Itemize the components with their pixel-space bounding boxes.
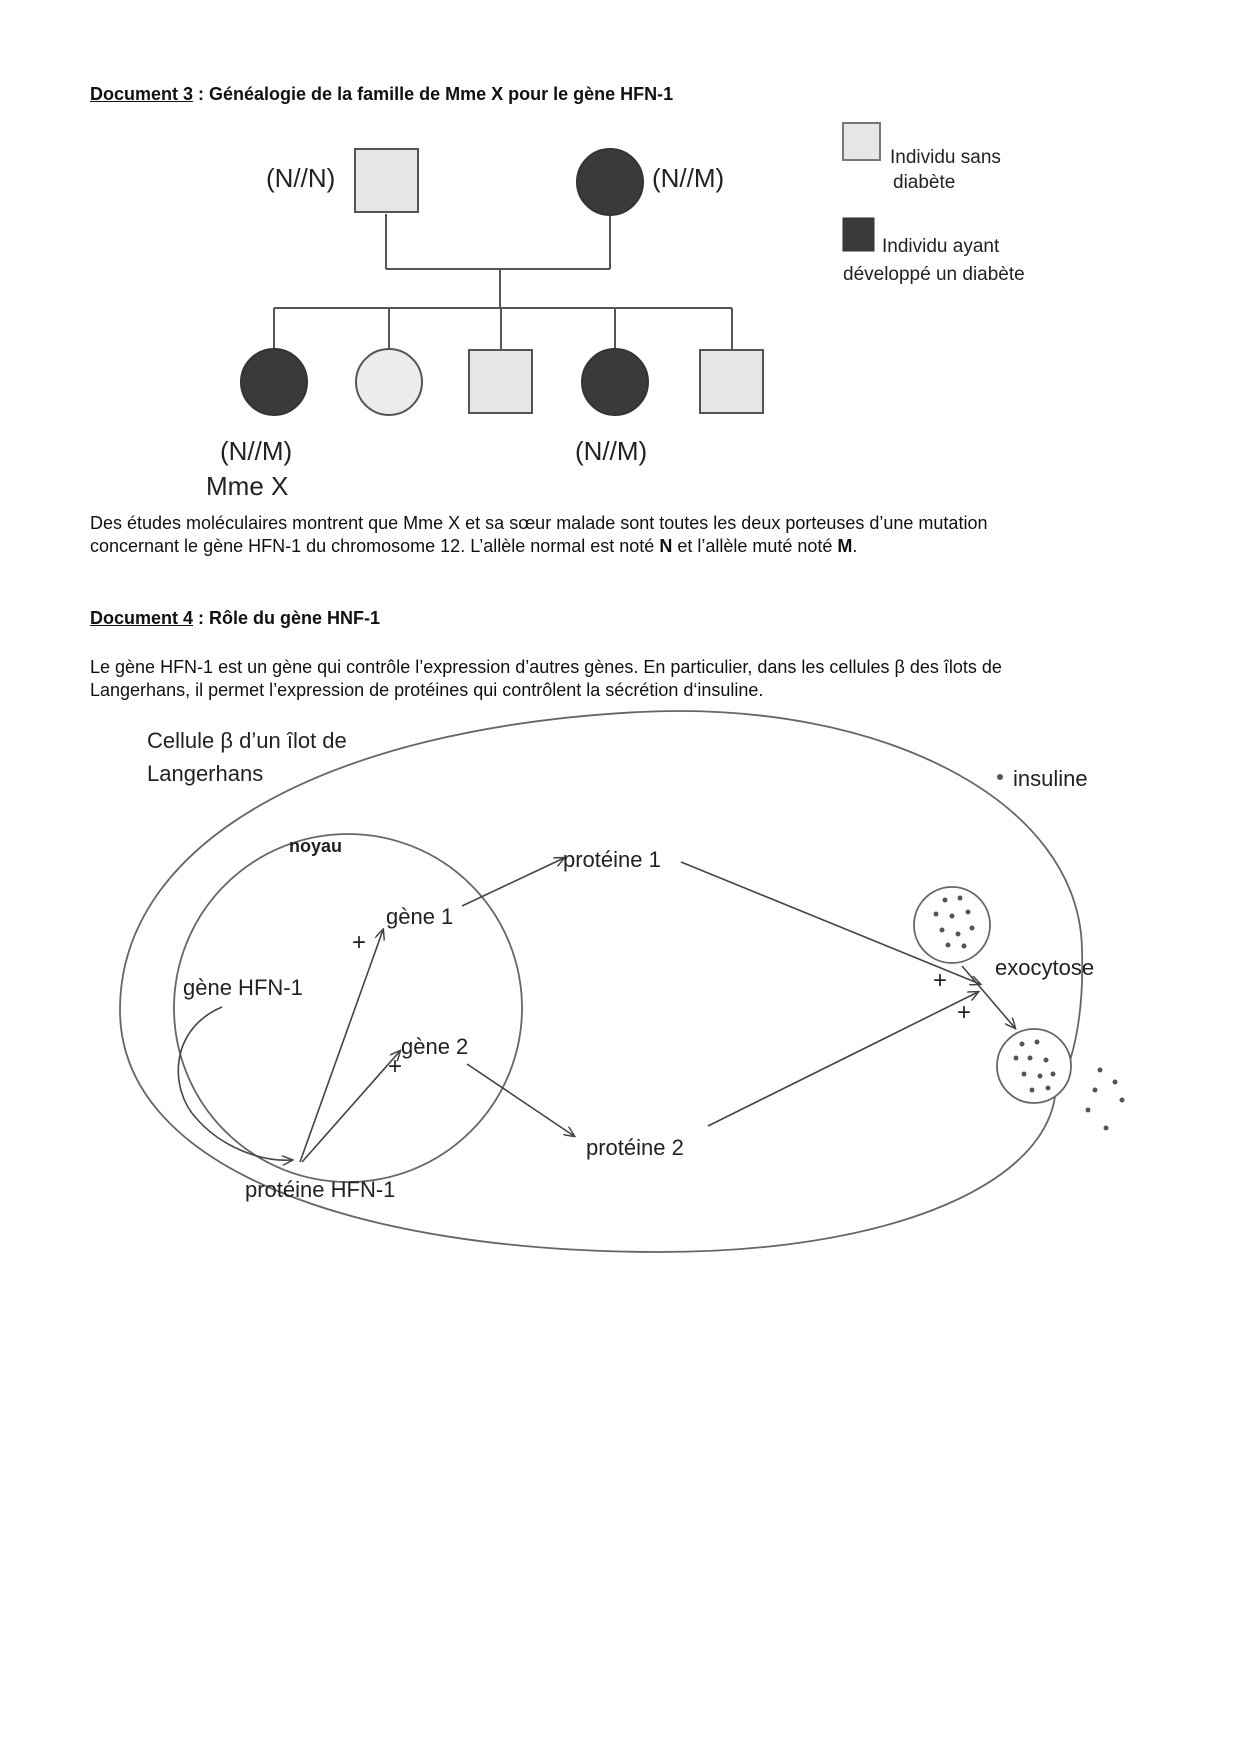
legend-affected-line2: développé un diabète: [843, 264, 1025, 285]
exocytose-label: exocytose: [995, 955, 1094, 980]
pedigree-brother-1: [469, 350, 532, 413]
doc4-heading-label: Document 4: [90, 608, 193, 628]
sister-genotype: (N//M): [575, 436, 647, 466]
doc4-para-line2: Langerhans, il permet l’expression de pr…: [90, 679, 1170, 702]
vesicle-1: [914, 887, 990, 963]
arrow-gene1-to-protein1: [462, 858, 564, 906]
mother-genotype: (N//M): [652, 163, 724, 193]
arrow-gene2-to-protein2: [467, 1064, 574, 1136]
protein2-label: protéine 2: [586, 1135, 684, 1160]
insulin-granules: [934, 774, 1125, 1131]
doc3-para-text-a: concernant le gène HFN-1 du chromosome 1…: [90, 536, 659, 556]
arrow-protein1-to-exocytose: [681, 862, 980, 984]
arrow-hfn-to-gene2: [302, 1051, 400, 1162]
protein-hfn-label: protéine HFN-1: [245, 1177, 395, 1202]
mme-x-genotype: (N//M): [220, 436, 292, 466]
insuline-label: insuline: [1013, 766, 1088, 791]
plus-protein2: +: [957, 999, 971, 1026]
father-genotype: (N//N): [266, 163, 335, 193]
mme-x-label: Mme X: [206, 471, 288, 501]
legend-affected-swatch: [843, 218, 874, 251]
doc3-para-line2: concernant le gène HFN-1 du chromosome 1…: [90, 535, 1170, 558]
doc4-heading-text: : Rôle du gène HNF-1: [193, 608, 380, 628]
doc3-heading-label: Document 3: [90, 84, 193, 104]
noyau-label: noyau: [289, 836, 342, 856]
doc4-paragraph: Le gène HFN-1 est un gène qui contrôle l…: [90, 656, 1170, 702]
allele-normal-symbol: N: [659, 536, 672, 556]
plus-gene2: +: [388, 1053, 402, 1080]
pedigree-brother-2: [700, 350, 763, 413]
gene-hfn-label: gène HFN-1: [183, 975, 303, 1000]
arrow-vesicle-to-membrane: [962, 966, 1015, 1028]
gene2-label: gène 2: [401, 1034, 468, 1059]
legend-unaffected-line2: diabète: [893, 172, 955, 193]
pedigree-mother: [577, 149, 643, 215]
protein1-label: protéine 1: [563, 847, 661, 872]
nucleus: [174, 834, 522, 1182]
legend-affected-line1: Individu ayant: [882, 236, 1000, 257]
plus-protein1: +: [933, 967, 947, 994]
pedigree-sister-unaffected: [356, 349, 422, 415]
pedigree-sister-affected: [582, 349, 648, 415]
legend-unaffected-swatch: [843, 123, 880, 160]
doc3-heading-text: : Généalogie de la famille de Mme X pour…: [193, 84, 673, 104]
doc3-para-line1: Des études moléculaires montrent que Mme…: [90, 512, 1170, 535]
arrow-gene-to-protein-hfn: [178, 1007, 292, 1160]
arrow-protein2-to-exocytose: [708, 992, 978, 1126]
doc4-heading: Document 4 : Rôle du gène HNF-1: [90, 608, 380, 629]
plus-gene1: +: [352, 929, 366, 956]
doc3-para-text-b: et l’allèle muté noté: [672, 536, 837, 556]
doc3-heading: Document 3 : Généalogie de la famille de…: [90, 84, 673, 105]
doc3-paragraph: Des études moléculaires montrent que Mme…: [90, 512, 1170, 558]
vesicle-2: [997, 1029, 1071, 1103]
pedigree-mme-x: [241, 349, 307, 415]
cell-label-line2: Langerhans: [147, 761, 263, 786]
cell-membrane: [120, 711, 1082, 1252]
allele-mutant-symbol: M: [837, 536, 852, 556]
pedigree-father: [355, 149, 418, 212]
cell-label-line1: Cellule β d’un îlot de: [147, 728, 347, 753]
gene1-label: gène 1: [386, 904, 453, 929]
doc3-para-text-c: .: [852, 536, 857, 556]
doc4-para-line1: Le gène HFN-1 est un gène qui contrôle l…: [90, 656, 1170, 679]
arrow-hfn-to-gene1: [300, 930, 383, 1162]
legend-unaffected-line1: Individu sans: [890, 147, 1001, 168]
